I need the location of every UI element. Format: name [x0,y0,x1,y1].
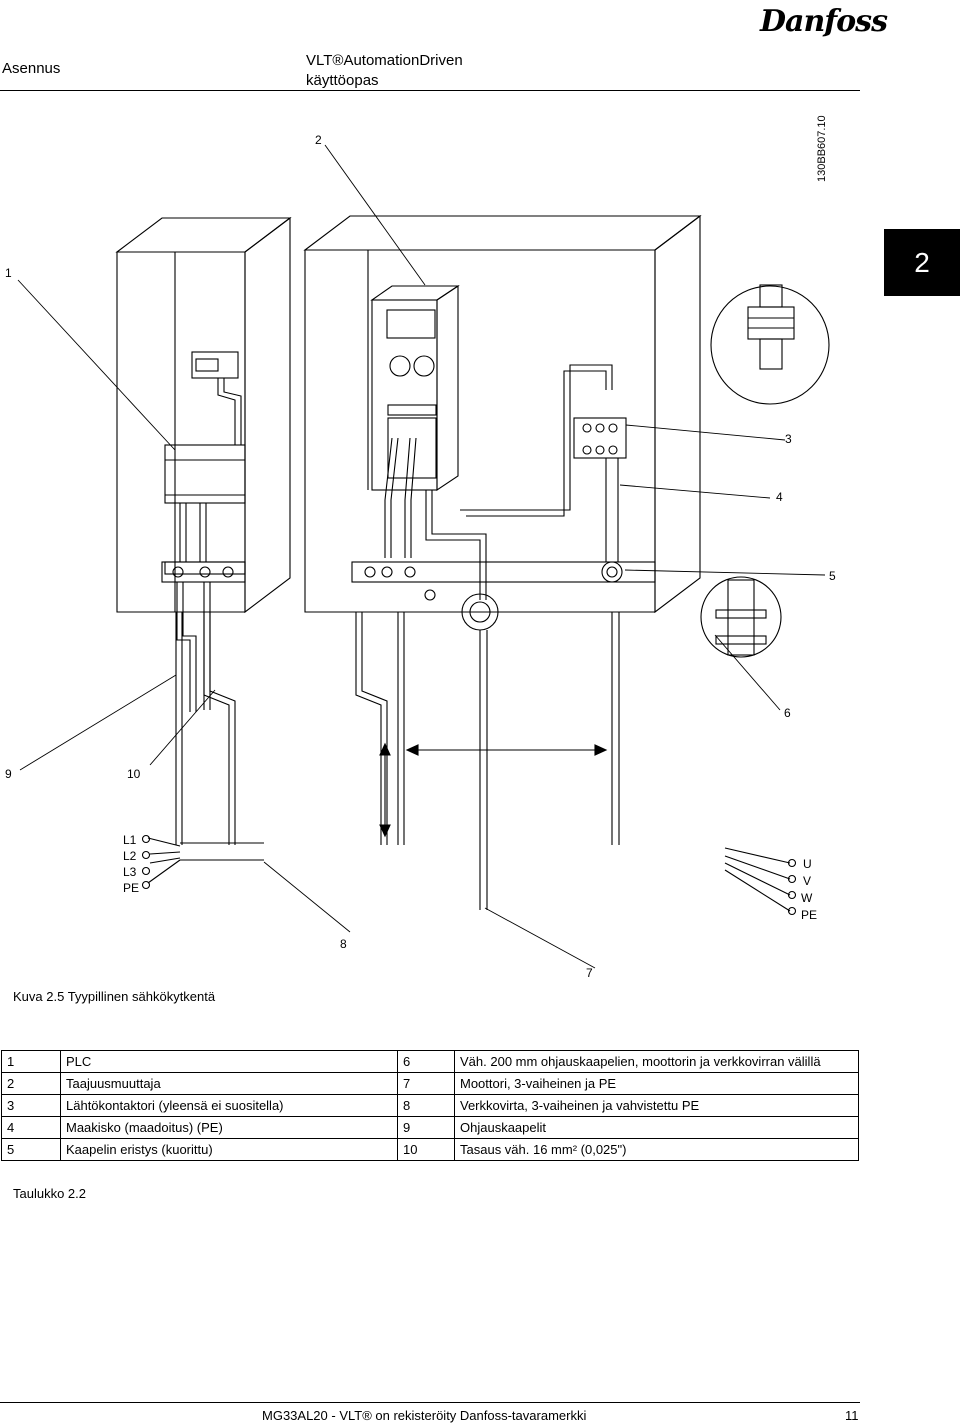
callout-3: 3 [785,432,792,446]
motor-terminal-v: V [803,874,812,888]
legend-text: Maakisko (maadoitus) (PE) [60,1116,398,1139]
motor-terminal-w: W [801,891,813,905]
callout-10: 10 [127,767,141,781]
mains-terminal-l2: L2 [123,849,137,863]
legend-text: PLC [60,1050,398,1073]
legend-number: 7 [397,1072,455,1095]
legend-text: Väh. 200 mm ohjauskaapelien, moottorin j… [454,1050,859,1073]
table-row: 5 Kaapelin eristys (kuorittu) 10 Tasaus … [1,1138,859,1161]
mains-terminal-l3: L3 [123,865,137,879]
mains-terminal-l1: L1 [123,833,137,847]
legend-table: 1 PLC 6 Väh. 200 mm ohjauskaapelien, moo… [1,1050,859,1161]
table-row: 2 Taajuusmuuttaja 7 Moottori, 3-vaiheine… [1,1072,859,1095]
callout-7: 7 [586,966,593,980]
drive-cabinet [303,214,702,631]
legend-number: 3 [1,1094,61,1117]
legend-number: 10 [397,1138,455,1161]
figure-caption: Kuva 2.5 Tyypillinen sähkökytkentä [13,989,216,1004]
table-caption: Taulukko 2.2 [13,1186,86,1201]
callout-4: 4 [776,490,783,504]
section-title: Asennus [2,60,61,77]
legend-number: 8 [397,1094,455,1117]
legend-text: Kaapelin eristys (kuorittu) [60,1138,398,1161]
cable-clamp-detail [700,576,782,658]
table-row: 3 Lähtökontaktori (yleensä ei suositella… [1,1094,859,1117]
legend-number: 5 [1,1138,61,1161]
legend-number: 6 [397,1050,455,1073]
spacing-dimension [379,742,608,838]
callout-5: 5 [829,569,836,583]
legend-number: 9 [397,1116,455,1139]
legend-text: Ohjauskaapelit [454,1116,859,1139]
table-row: 1 PLC 6 Väh. 200 mm ohjauskaapelien, moo… [1,1050,859,1073]
callout-1: 1 [5,266,12,280]
legend-text: Tasaus väh. 16 mm² (0,025") [454,1138,859,1161]
footer-text: MG33AL20 - VLT® on rekisteröity Danfoss-… [262,1408,587,1423]
legend-number: 1 [1,1050,61,1073]
document-title-line1: VLT®AutomationDriven [306,52,463,69]
legend-number: 2 [1,1072,61,1095]
callout-9: 9 [5,767,12,781]
wiring-diagram [17,144,830,969]
header-divider [0,90,860,91]
document-title: VLT®AutomationDriven käyttöopas [306,51,463,91]
callout-2: 2 [315,133,322,147]
document-title-line2: käyttöopas [306,72,379,89]
legend-text: Verkkovirta, 3-vaiheinen ja vahvistettu … [454,1094,859,1117]
legend-text: Moottori, 3-vaiheinen ja PE [454,1072,859,1095]
motor-terminal-u: U [803,857,812,871]
outgoing-cables [141,612,797,916]
cable-gland-detail [710,284,830,405]
callout-6: 6 [784,706,791,720]
mains-terminal-pe: PE [123,881,140,895]
callout-8: 8 [340,937,347,951]
leader-lines [17,144,826,969]
footer-divider [0,1402,860,1403]
motor-terminal-pe: PE [801,908,818,922]
table-row: 4 Maakisko (maadoitus) (PE) 9 Ohjauskaap… [1,1116,859,1139]
legend-text: Lähtökontaktori (yleensä ei suositella) [60,1094,398,1117]
danfoss-logo: Danfoss [760,4,888,39]
legend-text: Taajuusmuuttaja [60,1072,398,1095]
page-number: 11 [845,1408,859,1423]
plc-cabinet [115,216,292,712]
legend-number: 4 [1,1116,61,1139]
chapter-tab: 2 [884,229,960,296]
